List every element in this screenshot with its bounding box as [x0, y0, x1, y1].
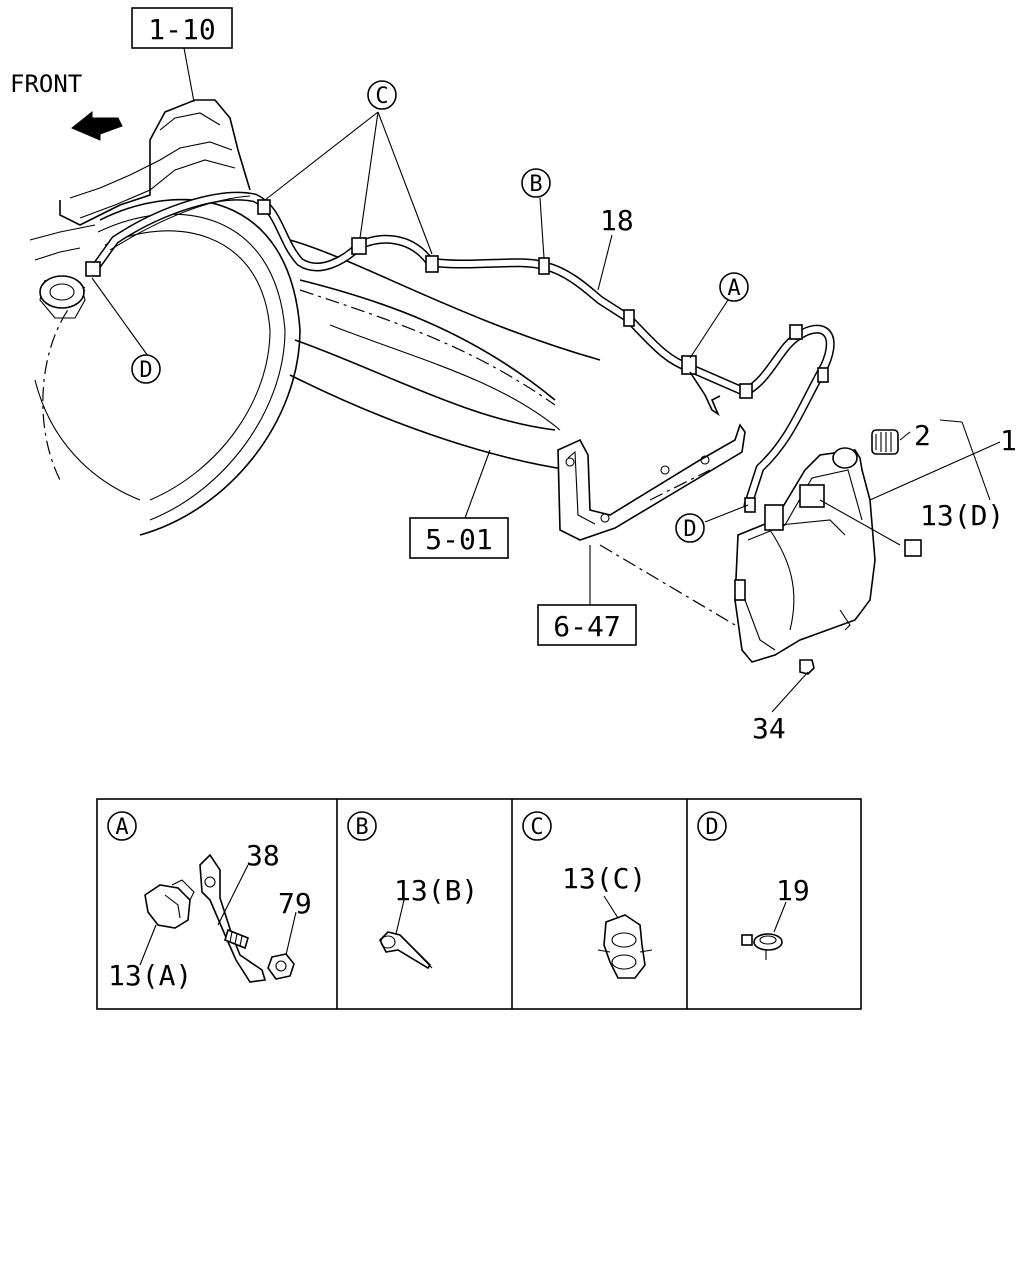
- ref-1-10: 1-10: [131, 7, 233, 103]
- callout-b: B: [521, 168, 551, 198]
- tank-mount-tab: [764, 504, 784, 531]
- callout-a-letter: A: [727, 276, 740, 301]
- callout-d-right-letter: D: [683, 517, 696, 542]
- hose-clip-vertical: [817, 367, 829, 383]
- ref-1-10-label: 1-10: [148, 13, 215, 46]
- panel-b-letter: B: [355, 815, 368, 840]
- part-34-label: 34: [752, 712, 786, 745]
- leader-lines: [91, 111, 1001, 713]
- detail-panel-d: D 19: [697, 811, 810, 960]
- callout-c: C: [367, 80, 397, 110]
- clip-c-1: [257, 199, 271, 215]
- body-panel: [29, 99, 601, 536]
- part-19-label: 19: [776, 874, 810, 907]
- ref-5-01-label: 5-01: [425, 523, 492, 556]
- part-2-label: 2: [914, 419, 931, 452]
- clip-a: [681, 355, 697, 375]
- detail-panel-b: B 13(B): [347, 811, 478, 970]
- panel-a-letter: A: [115, 815, 128, 840]
- tank-neck: [832, 447, 858, 469]
- hose-clip-upper: [789, 324, 803, 340]
- panel-d-letter: D: [705, 815, 718, 840]
- detail-panels: A 38 79 13(A) B: [96, 798, 862, 1010]
- callout-c-letter: C: [375, 84, 388, 109]
- front-arrow-icon: [71, 110, 123, 141]
- bolt-34: [799, 659, 815, 675]
- part-1-label: 1: [1000, 424, 1017, 457]
- clip-d-left: [85, 261, 101, 277]
- part-13a-label: 13(A): [108, 959, 192, 992]
- hose-joint: [623, 309, 635, 327]
- part-13b-label: 13(B): [394, 874, 478, 907]
- tank-outlet: [734, 579, 746, 601]
- part-13d-label: 13(D): [920, 499, 1004, 532]
- detail-panel-a: A 38 79 13(A): [107, 811, 312, 992]
- part-38-label: 38: [246, 839, 280, 872]
- washer-nozzle: [39, 275, 85, 309]
- part-13c-label: 13(C): [562, 862, 646, 895]
- clip-c-2: [351, 237, 367, 255]
- callout-b-letter: B: [529, 172, 542, 197]
- pump-clip: [904, 539, 922, 557]
- clip-c-3: [425, 255, 439, 273]
- clip-b: [538, 257, 550, 275]
- callout-d-left-letter: D: [139, 358, 152, 383]
- detail-panel-c: C 13(C): [522, 811, 653, 979]
- ref-5-01: 5-01: [409, 449, 509, 559]
- callout-a: A: [719, 272, 749, 302]
- callout-d-left: D: [131, 354, 161, 384]
- ref-6-47: 6-47: [537, 545, 637, 646]
- callout-d-right: D: [675, 513, 705, 543]
- ref-6-47-label: 6-47: [553, 610, 620, 643]
- pump-mount: [799, 484, 825, 508]
- part-79-label: 79: [278, 887, 312, 920]
- washer-hose: [39, 191, 835, 513]
- front-indicator: FRONT: [10, 70, 123, 141]
- front-label: FRONT: [10, 70, 82, 98]
- clip-a-2: [739, 383, 753, 399]
- part-18-label: 18: [600, 204, 634, 237]
- washer-tank: [734, 429, 922, 675]
- panel-c-letter: C: [530, 815, 543, 840]
- tank-bracket: [557, 423, 746, 626]
- clip-d-right: [744, 497, 756, 513]
